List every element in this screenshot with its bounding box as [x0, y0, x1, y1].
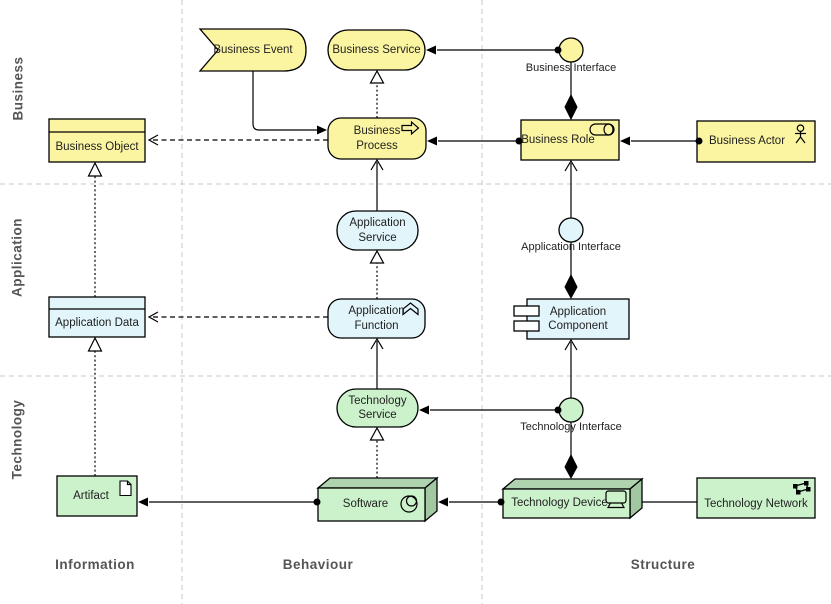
- rel-software-assigned-to-artifact: [138, 497, 321, 507]
- label-technology-interface: Technology Interface: [520, 421, 622, 433]
- rel-technology-device-composes-technology-interface: [564, 422, 578, 480]
- document-icon: [119, 480, 132, 497]
- rel-software-realizes-technology-service: [369, 426, 385, 478]
- node-label: Business Object: [55, 140, 139, 153]
- node-business-process[interactable]: Business Process: [328, 118, 426, 159]
- node-label: Artifact: [73, 489, 109, 502]
- node-label: Business Role: [521, 133, 595, 146]
- function-chevron-icon: [402, 302, 419, 316]
- node-label: Technology Device: [511, 497, 608, 510]
- label-business-interface: Business Interface: [525, 62, 617, 74]
- process-arrow-icon: [401, 120, 420, 136]
- shape-artifact: [56, 475, 138, 517]
- component-tab-icon: [513, 305, 540, 317]
- node-label: Business Process: [353, 125, 401, 152]
- system-software-icon: [400, 495, 418, 513]
- node-business-role[interactable]: Business Role: [521, 120, 619, 160]
- node-label: Technology Service: [348, 394, 407, 421]
- device-screen-icon: [605, 490, 627, 509]
- column-label-structure: Structure: [630, 557, 696, 572]
- relationships: [87, 45, 703, 507]
- rel-technology-interface-assigned-to-technology-service: [419, 405, 562, 415]
- node-business-actor[interactable]: Business Actor: [697, 121, 815, 162]
- node-label: Business Actor: [708, 135, 786, 148]
- node-technology-device[interactable]: Technology Device: [503, 489, 630, 518]
- shape-business-event: [198, 28, 307, 72]
- actor-figure-icon: [795, 124, 806, 144]
- shape-business-role: [520, 119, 620, 161]
- node-application-component[interactable]: Application Component: [527, 299, 629, 339]
- rel-business-process-realizes-business-service: [369, 69, 385, 118]
- component-tab-icon: [513, 320, 540, 332]
- node-label: Business Event: [213, 43, 293, 56]
- rel-application-service-serves-business-process: [370, 158, 384, 211]
- shape-software: [316, 476, 439, 523]
- node-label: Business Service: [332, 43, 421, 56]
- shape-technology-network: [696, 477, 816, 519]
- rel-application-function-realizes-application-service: [369, 249, 385, 299]
- node-application-function[interactable]: Application Function: [328, 299, 425, 338]
- role-cylinder-icon: [589, 123, 615, 136]
- node-shapes: [48, 28, 816, 523]
- layer-label-business: Business: [10, 56, 26, 121]
- node-business-interface[interactable]: [559, 38, 583, 62]
- rel-business-event-triggers-business-process: [252, 71, 327, 135]
- shape-technology-device: [501, 477, 644, 520]
- shape-business-object: [48, 118, 146, 163]
- node-artifact[interactable]: Artifact: [57, 476, 137, 516]
- node-business-event[interactable]: Business Event: [200, 29, 306, 71]
- node-label: Application Function: [348, 305, 405, 332]
- node-label: Software: [342, 498, 389, 511]
- rel-business-role-assigned-to-business-process: [427, 136, 523, 146]
- rel-application-data-realizes-business-object: [87, 161, 103, 297]
- rel-application-interface-serves-business-role: [564, 159, 578, 218]
- rel-business-process-accesses-business-object: [147, 134, 328, 146]
- node-application-data[interactable]: Application Data: [49, 309, 145, 337]
- node-label: Application Component: [548, 305, 608, 332]
- node-label: Technology Network: [704, 497, 808, 510]
- node-label: Application Service: [349, 217, 406, 244]
- rel-business-actor-assigned-to-business-role: [620, 136, 703, 146]
- rel-technology-service-serves-application-function: [370, 337, 384, 389]
- rel-business-role-composes-business-interface: [564, 62, 578, 121]
- node-business-service[interactable]: Business Service: [328, 30, 425, 70]
- label-application-interface: Application Interface: [521, 241, 621, 253]
- rel-application-function-accesses-application-data: [147, 311, 328, 323]
- shape-business-service: [327, 29, 426, 71]
- node-technology-network[interactable]: Technology Network: [697, 478, 815, 518]
- layer-label-technology: Technology: [9, 399, 25, 480]
- node-technology-service[interactable]: Technology Service: [337, 389, 418, 427]
- node-technology-interface[interactable]: [559, 398, 583, 422]
- rel-artifact-realizes-application-data: [87, 336, 103, 476]
- node-application-interface[interactable]: [559, 218, 583, 242]
- column-label-information: Information: [55, 557, 135, 572]
- rel-technology-interface-serves-application-component: [564, 338, 578, 398]
- node-business-object[interactable]: Business Object: [49, 132, 145, 162]
- node-software[interactable]: Software: [318, 488, 425, 521]
- shape-application-component: [513, 298, 630, 340]
- shape-application-data: [48, 296, 146, 338]
- column-label-behaviour: Behaviour: [282, 557, 354, 572]
- network-nodes-icon: [793, 481, 811, 495]
- rel-business-interface-assigned-to-business-service: [426, 45, 562, 55]
- layer-label-application: Application: [9, 218, 25, 297]
- node-label: Application Data: [55, 316, 139, 329]
- shape-business-actor: [696, 120, 816, 163]
- rel-technology-device-assigned-to-software: [438, 497, 505, 507]
- rel-application-component-composes-application-interface: [564, 242, 578, 300]
- node-application-service[interactable]: Application Service: [337, 211, 418, 250]
